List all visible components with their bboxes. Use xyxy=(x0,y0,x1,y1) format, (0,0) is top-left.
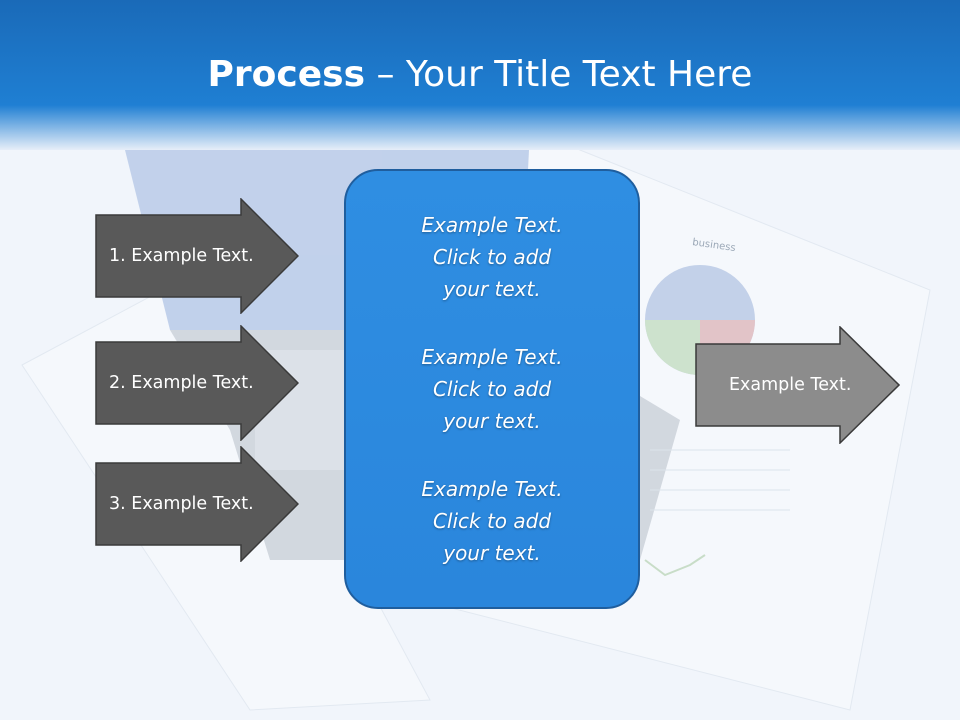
process-step-arrow-2[interactable]: 2. Example Text. xyxy=(95,325,299,441)
center-line: your text. xyxy=(443,277,541,301)
title-rest: – Your Title Text Here xyxy=(365,54,753,95)
arrow-label: 2. Example Text. xyxy=(109,373,254,393)
process-step-arrow-3[interactable]: 3. Example Text. xyxy=(95,446,299,562)
arrow-label: 3. Example Text. xyxy=(109,494,254,514)
center-line: Example Text. xyxy=(421,213,563,237)
title-banner xyxy=(0,0,960,150)
arrow-shape xyxy=(95,198,299,314)
center-line: Click to add xyxy=(432,509,552,533)
center-line: your text. xyxy=(443,409,541,433)
center-line: Example Text. xyxy=(421,345,563,369)
arrow-label: 1. Example Text. xyxy=(109,246,254,266)
process-step-arrow-1[interactable]: 1. Example Text. xyxy=(95,198,299,314)
arrow-label: Example Text. xyxy=(729,375,852,395)
slide-title[interactable]: Process – Your Title Text Here xyxy=(0,52,960,98)
arrow-shape xyxy=(695,326,900,444)
output-arrow[interactable]: Example Text. xyxy=(695,326,900,444)
center-line: your text. xyxy=(443,541,541,565)
title-bold: Process xyxy=(207,54,366,95)
center-line: Example Text. xyxy=(421,477,563,501)
arrow-shape xyxy=(95,325,299,441)
center-text-block-2[interactable]: Example Text. Click to add your text. xyxy=(421,341,562,437)
center-line: Click to add xyxy=(432,377,552,401)
center-line: Click to add xyxy=(432,245,552,269)
center-text-box[interactable]: Example Text. Click to add your text. Ex… xyxy=(344,169,640,609)
center-text-block-3[interactable]: Example Text. Click to add your text. xyxy=(421,473,562,569)
center-text-block-1[interactable]: Example Text. Click to add your text. xyxy=(421,209,562,305)
arrow-shape xyxy=(95,446,299,562)
